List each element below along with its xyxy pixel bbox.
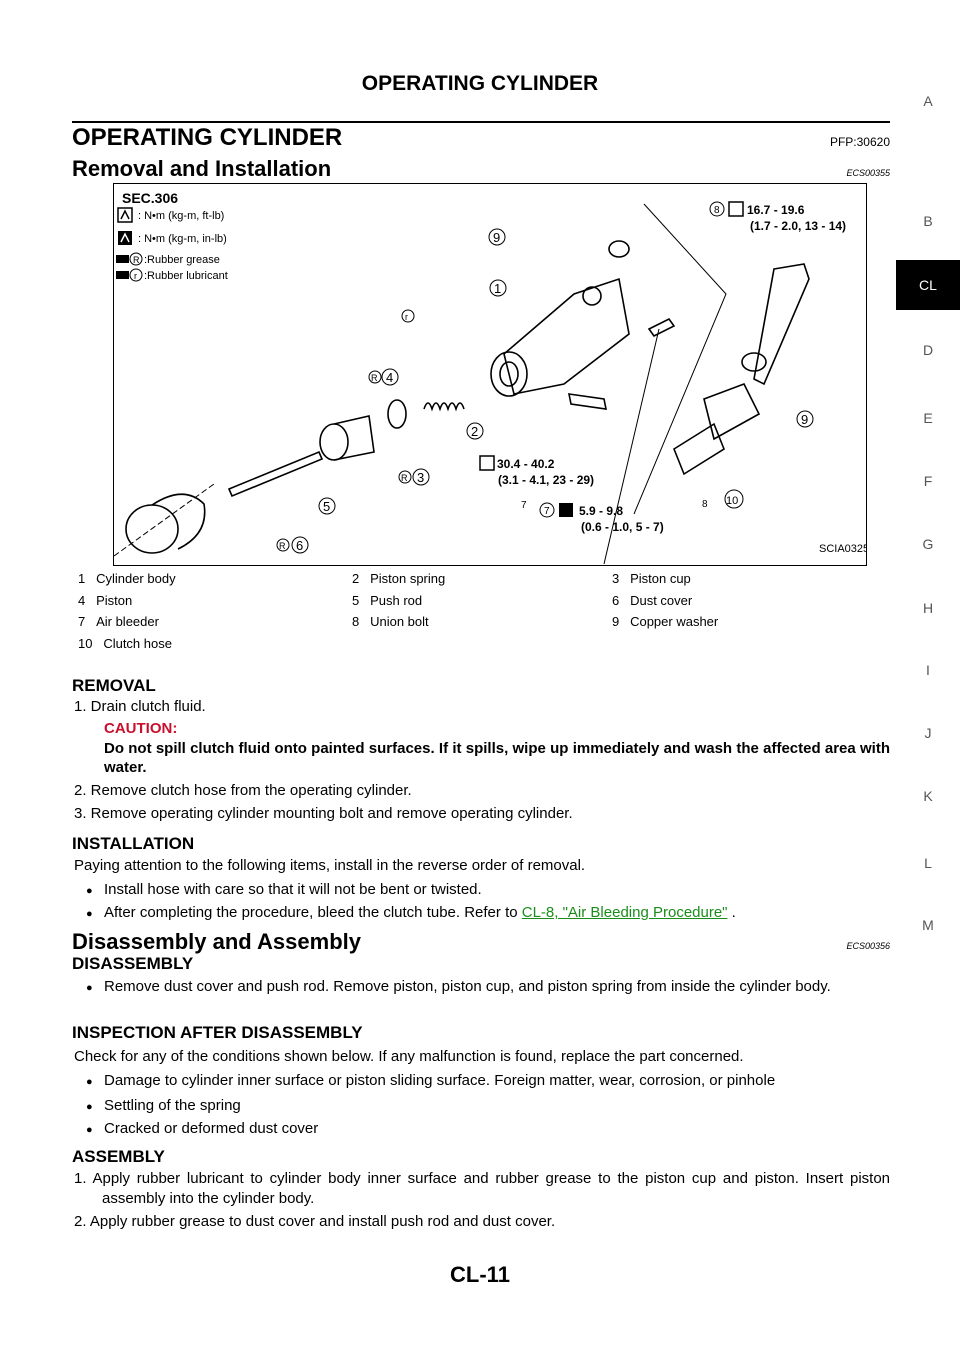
inspection-heading: INSPECTION AFTER DISASSEMBLY — [72, 1023, 363, 1042]
inspection-intro: Check for any of the conditions shown be… — [74, 1048, 744, 1065]
svg-text:(1.7 - 2.0, 13 - 14): (1.7 - 2.0, 13 - 14) — [750, 219, 846, 233]
removal-heading: REMOVAL — [72, 676, 156, 695]
callout-1: 1 — [494, 281, 501, 296]
svg-text:5.9 - 9.8: 5.9 - 9.8 — [579, 504, 623, 518]
side-tab-cl[interactable]: CL — [896, 260, 960, 310]
inspection-bullet-1: Damage to cylinder inner surface or pist… — [86, 1071, 775, 1092]
legend-7: 7 Air bleeder — [78, 614, 159, 629]
torque-ftlb-icon — [117, 207, 133, 223]
svg-text:(3.1 - 4.1, 23 - 29): (3.1 - 4.1, 23 - 29) — [498, 473, 594, 487]
legend-8: 8 Union bolt — [352, 614, 429, 629]
assembly-step-1: 1. Apply rubber lubricant to cylinder bo… — [74, 1170, 890, 1207]
side-tab-a[interactable]: A — [923, 93, 933, 109]
page-header-title: OPERATING CYLINDER — [361, 72, 599, 95]
callout-10: 10 — [726, 495, 738, 507]
removal-step-1: 1. Drain clutch fluid. — [74, 698, 206, 715]
callout-r-6: R — [279, 541, 286, 551]
figure-sec-label: SEC.306 — [122, 190, 178, 206]
svg-text:r: r — [134, 271, 137, 281]
caution-text: Do not spill clutch fluid onto painted s… — [104, 740, 890, 776]
header-rule — [72, 121, 890, 123]
svg-text:30.4 - 40.2: 30.4 - 40.2 — [497, 457, 555, 471]
side-tab-i[interactable]: I — [926, 662, 930, 678]
installation-bullet-1: Install hose with care so that it will n… — [86, 880, 482, 901]
svg-text:R: R — [133, 255, 140, 265]
disassembly-heading: DISASSEMBLY — [72, 954, 194, 973]
grease-icon — [116, 255, 129, 263]
legend-2: 2 Piston spring — [352, 571, 446, 586]
side-tab-g[interactable]: G — [922, 536, 934, 552]
svg-text:7: 7 — [544, 506, 550, 517]
page-number: CL-11 — [450, 1262, 510, 1287]
side-tab-f[interactable]: F — [923, 473, 933, 489]
figure-id: SCIA0325E — [819, 543, 866, 555]
legend-3: 3 Piston cup — [612, 571, 691, 586]
section-title: OPERATING CYLINDER — [72, 124, 343, 151]
lubricant-icon — [116, 271, 129, 279]
assembly-step-2: 2. Apply rubber grease to dust cover and… — [74, 1213, 556, 1230]
side-tab-d[interactable]: D — [922, 342, 934, 358]
callout-9-top: 9 — [493, 230, 500, 245]
subsection-code-removal: ECS00355 — [846, 168, 890, 178]
callout-4: 4 — [386, 370, 393, 385]
svg-text:8: 8 — [714, 205, 720, 216]
svg-text::Rubber lubricant: :Rubber lubricant — [144, 270, 228, 282]
side-tab-e[interactable]: E — [923, 410, 933, 426]
callout-r-4: R — [371, 373, 378, 383]
callout-5: 5 — [323, 499, 330, 514]
svg-text:: N•m (kg-m, ft-lb): : N•m (kg-m, ft-lb) — [138, 210, 224, 222]
callout-8: 8 — [702, 499, 708, 510]
legend-4: 4 Piston — [78, 593, 133, 608]
callout-9-right: 9 — [801, 412, 808, 427]
legend-5: 5 Push rod — [352, 593, 423, 608]
legend-1: 1 Cylinder body — [78, 571, 176, 586]
removal-step-3: 3. Remove operating cylinder mounting bo… — [74, 805, 573, 822]
side-tab-m[interactable]: M — [922, 917, 934, 933]
subsection-title-disassembly: Disassembly and Assembly — [72, 929, 361, 954]
side-tab-l[interactable]: L — [924, 855, 932, 871]
svg-text:(0.6 - 1.0, 5 - 7): (0.6 - 1.0, 5 - 7) — [581, 520, 664, 534]
installation-heading: INSTALLATION — [72, 834, 195, 853]
legend-6: 6 Dust cover — [612, 593, 693, 608]
callout-3: 3 — [417, 470, 424, 485]
side-tab-b[interactable]: B — [923, 213, 933, 229]
installation-bullet-2: After completing the procedure, bleed th… — [86, 903, 736, 924]
disassembly-bullet-1: Remove dust cover and push rod. Remove p… — [86, 977, 890, 998]
svg-text:: N•m (kg-m, in-lb): : N•m (kg-m, in-lb) — [138, 233, 227, 245]
callout-6: 6 — [296, 538, 303, 553]
side-tab-k[interactable]: K — [923, 788, 933, 804]
exploded-view-figure: SEC.306 : N•m (kg-m, ft-lb) : N•m (kg-m,… — [113, 183, 867, 566]
removal-step-2: 2. Remove clutch hose from the operating… — [74, 782, 412, 799]
air-bleeding-link[interactable]: CL-8, "Air Bleeding Procedure" — [521, 904, 728, 921]
side-tab-j[interactable]: J — [924, 725, 932, 741]
callout-r-1: r — [405, 312, 408, 322]
svg-text::Rubber grease: :Rubber grease — [144, 254, 220, 266]
legend-10: 10 Clutch hose — [78, 636, 172, 651]
callout-7: 7 — [521, 500, 527, 511]
section-code: PFP:30620 — [829, 135, 890, 149]
subsection-title-removal: Removal and Installation — [72, 156, 332, 181]
inspection-bullet-3: Cracked or deformed dust cover — [86, 1119, 318, 1140]
legend-9: 9 Copper washer — [612, 614, 719, 629]
installation-intro: Paying attention to the following items,… — [74, 857, 586, 874]
inspection-bullet-2: Settling of the spring — [86, 1096, 241, 1117]
exploded-view-drawing: SEC.306 : N•m (kg-m, ft-lb) : N•m (kg-m,… — [114, 190, 866, 565]
caution-title: CAUTION: — [104, 720, 178, 737]
side-tab-h[interactable]: H — [922, 600, 934, 616]
svg-text:16.7 - 19.6: 16.7 - 19.6 — [747, 203, 805, 217]
subsection-code-disassembly: ECS00356 — [846, 941, 890, 951]
callout-r-3: R — [401, 473, 408, 483]
assembly-heading: ASSEMBLY — [72, 1147, 165, 1166]
callout-2: 2 — [471, 424, 478, 439]
